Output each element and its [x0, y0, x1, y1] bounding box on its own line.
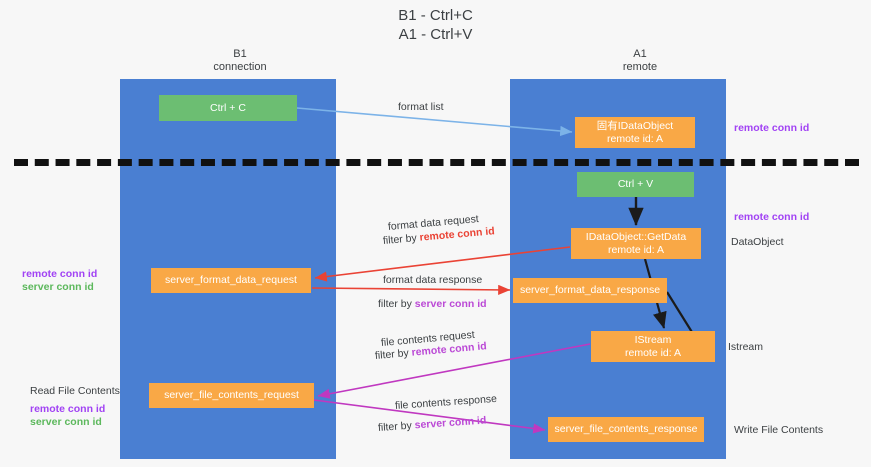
node-server-format-data-response-label: server_format_data_response — [519, 284, 661, 296]
edge-label-fcr-filter-prefix: filter by — [374, 346, 413, 362]
edge-label-format-data-response-filter: filter by server conn id — [378, 297, 487, 311]
node-idataobject[interactable]: 固有IDataObject remote id: A — [575, 117, 695, 148]
column-header-a1-name: A1 — [633, 48, 647, 60]
node-server-format-data-request-label: server_format_data_request — [165, 274, 297, 286]
diagram-title-line-1: B1 - Ctrl+C — [398, 7, 473, 24]
node-server-file-contents-response-label: server_file_contents_response — [554, 423, 698, 435]
arrow-format-data-response — [311, 284, 511, 296]
node-server-file-contents-request[interactable]: server_file_contents_request — [149, 383, 314, 408]
arrow-file-contents-request — [317, 343, 591, 399]
arrow-file-contents-response — [313, 399, 546, 434]
node-idataobject-getdata[interactable]: IDataObject::GetData remote id: A — [571, 228, 701, 259]
column-header-b1-name: B1 — [233, 48, 247, 60]
annotation-remote-conn-id-top: remote conn id — [734, 122, 810, 134]
edge-label-fdresp-filter-key: server conn id — [414, 298, 487, 310]
node-server-file-contents-request-label: server_file_contents_request — [164, 389, 299, 401]
annotation-istream: Istream — [728, 341, 764, 353]
edge-label-format-data-response: format data response — [383, 274, 483, 286]
annotation-read-file-contents-group: Read File Contents remote conn id server… — [30, 385, 120, 429]
node-idataobject-line-2: remote id: A — [606, 132, 664, 145]
node-getdata-line-2: remote id: A — [607, 243, 665, 256]
annotation-dataobject: DataObject — [731, 236, 784, 248]
node-server-file-contents-response[interactable]: server_file_contents_response — [548, 417, 704, 442]
arrow-format-list — [296, 107, 573, 137]
column-header-b1: B1 connection — [145, 48, 335, 74]
node-istream[interactable]: IStream remote id: A — [591, 331, 715, 362]
node-ctrl-v-label: Ctrl + V — [617, 178, 654, 190]
column-header-a1: A1 remote — [545, 48, 735, 74]
annotation-write-file-contents: Write File Contents — [734, 424, 824, 436]
edge-label-fdr-filter-prefix: filter by — [382, 231, 421, 247]
annotation-remote-conn-id-mid: remote conn id — [734, 211, 810, 223]
annotation-remote-conn-id-left-bottom: remote conn id — [30, 403, 106, 415]
diagram-title: B1 - Ctrl+C A1 - Ctrl+V — [0, 6, 871, 44]
phase-divider — [14, 159, 859, 166]
column-header-b1-role: connection — [213, 61, 267, 73]
annotation-server-conn-id-left-mid: server conn id — [22, 281, 94, 293]
node-ctrl-c-label: Ctrl + C — [210, 101, 246, 114]
edge-label-format-list: format list — [398, 101, 444, 113]
node-ctrl-v[interactable]: Ctrl + V — [577, 172, 694, 197]
edge-label-fcresp-filter-prefix: filter by — [377, 419, 416, 434]
diagram-title-line-2: A1 - Ctrl+V — [398, 26, 473, 43]
annotation-conn-ids-middle: remote conn id server conn id — [22, 268, 97, 294]
arrow-format-data-request — [314, 246, 571, 282]
column-header-a1-role: remote — [622, 61, 658, 73]
node-istream-line-1: IStream — [634, 333, 672, 346]
annotation-remote-conn-id-left-mid: remote conn id — [22, 268, 98, 280]
annotation-server-conn-id-left-bottom: server conn id — [30, 416, 102, 428]
edge-label-fdresp-filter-prefix: filter by — [378, 298, 415, 310]
node-server-format-data-response[interactable]: server_format_data_response — [513, 278, 667, 303]
node-idataobject-line-1: 固有IDataObject — [596, 119, 674, 132]
node-ctrl-c[interactable]: Ctrl + C — [159, 95, 297, 121]
node-getdata-line-1: IDataObject::GetData — [585, 230, 687, 243]
node-istream-line-2: remote id: A — [624, 346, 682, 359]
annotation-read-file-contents: Read File Contents — [30, 385, 120, 397]
node-server-format-data-request[interactable]: server_format_data_request — [151, 268, 311, 293]
